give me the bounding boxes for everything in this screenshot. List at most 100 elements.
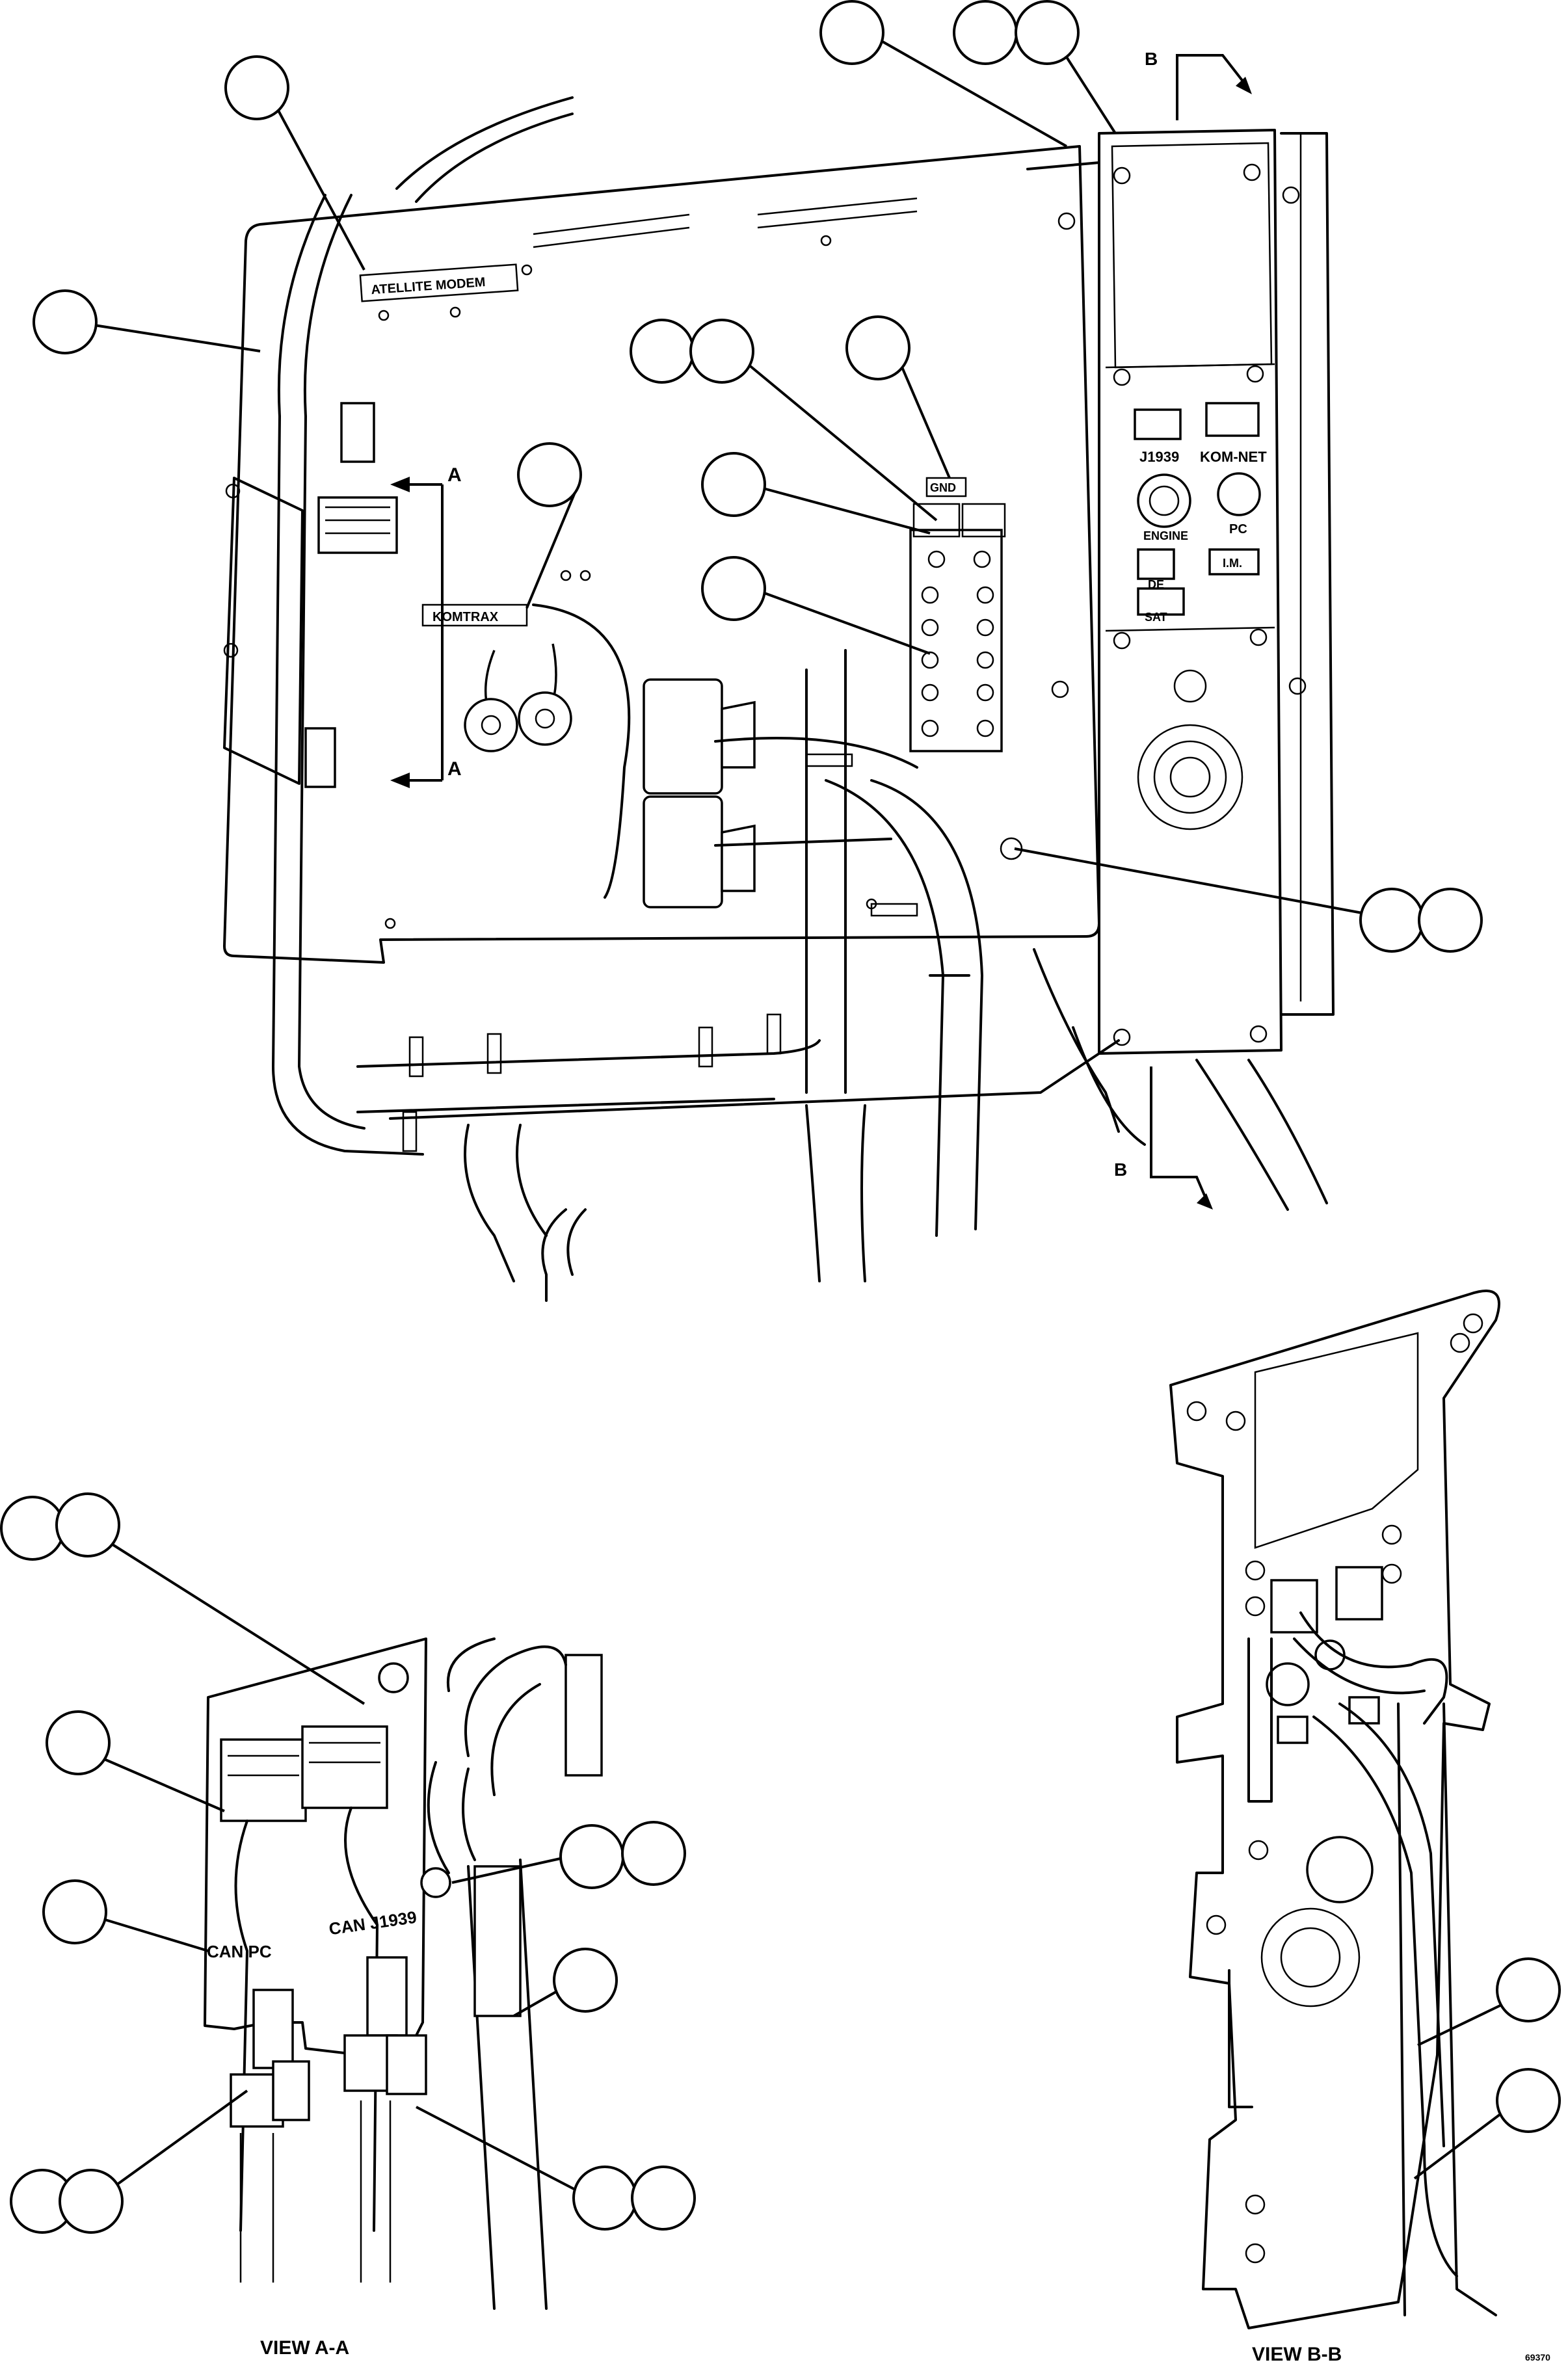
gnd-plate	[925, 477, 967, 497]
callout-balloon	[1359, 888, 1424, 953]
view-a-plate	[204, 1637, 427, 2056]
view-b-connector-3	[1277, 1715, 1309, 1744]
view-b-tube	[1397, 1702, 1497, 2316]
grommet	[1000, 837, 1023, 860]
view-b-switch	[1266, 1662, 1310, 1706]
callout-balloon	[517, 442, 582, 507]
view-a-bolt	[378, 1662, 409, 1693]
sat-label: SAT	[1145, 611, 1167, 624]
sat-connector	[1137, 587, 1185, 616]
wire-harness-main	[272, 96, 1328, 1302]
callout-balloon	[553, 1948, 618, 2013]
speaker-grille-ring	[1169, 756, 1211, 798]
view-a-plugs-right	[343, 1956, 427, 2283]
j1939-label: J1939	[1139, 449, 1179, 465]
section-b-line-bottom	[1150, 1066, 1208, 1200]
j1939-connector	[1134, 408, 1182, 440]
section-b-bottom-label: B	[1114, 1159, 1127, 1180]
view-a-wire	[427, 1761, 476, 1874]
arrow-head	[390, 477, 410, 492]
callout-balloon	[953, 0, 1018, 65]
left-connector-block	[304, 402, 398, 788]
callout-balloon	[689, 319, 754, 384]
mounting-plate	[223, 145, 1100, 964]
engine-rotary-knob	[1149, 485, 1180, 516]
kom-net-label: KOM-NET	[1200, 449, 1267, 465]
center-connectors	[643, 678, 756, 908]
callout-balloon	[33, 289, 98, 354]
callout-balloon	[0, 1496, 65, 1561]
engine-label: ENGINE	[1143, 529, 1188, 542]
view-b-upper-window	[1254, 1332, 1419, 1549]
view-a-harness	[446, 1637, 567, 1796]
view-b-bracket	[1169, 1290, 1500, 2329]
callout-balloon	[1015, 0, 1080, 65]
view-b-bracket-loop	[1228, 1969, 1253, 2108]
im-label: I.M.	[1223, 557, 1242, 570]
view-b-title: VIEW B-B	[1252, 2344, 1342, 2365]
view-a-a: CAN PC CAN J1939 VIEW A-A	[204, 1637, 603, 2359]
bracket-stud	[223, 642, 239, 658]
view-a-tube	[467, 1859, 548, 2310]
view-b-bracket-loop	[1247, 1637, 1273, 1803]
view-a-title: VIEW A-A	[260, 2337, 349, 2359]
main-view: ATELLITE MODEM A A KOMTRAX	[223, 49, 1335, 1302]
arrow-head	[390, 773, 410, 788]
gnd-label: GND	[930, 481, 956, 494]
kom-net-connector	[1205, 402, 1260, 437]
plate-slot	[757, 197, 918, 229]
view-a-wire-left	[234, 1820, 248, 2232]
view-a-connector-left	[220, 1738, 307, 1822]
arrow-head	[1197, 1193, 1213, 1210]
callout-balloon	[46, 1710, 111, 1775]
can-pc-label: CAN PC	[207, 1942, 272, 1961]
terminal-strip	[909, 503, 1006, 752]
section-b-top-label: B	[1145, 49, 1158, 69]
callout-balloon	[59, 2169, 124, 2234]
de-connector	[1137, 548, 1175, 580]
display-panel	[1026, 129, 1335, 1055]
speaker-grille	[1137, 724, 1243, 830]
view-a-plugs-left	[230, 1989, 310, 2283]
callout-balloon	[1496, 1957, 1561, 2022]
cable-ties	[402, 753, 918, 1152]
view-a-wire-mid	[344, 1807, 379, 2232]
satellite-modem-plate	[359, 263, 519, 302]
pc-label: PC	[1229, 522, 1247, 536]
connector-detail	[228, 1742, 380, 1777]
im-connector	[1208, 548, 1260, 576]
callout-balloon	[631, 2166, 696, 2231]
callout-balloon	[621, 1821, 686, 1886]
view-b-connector-1	[1270, 1579, 1318, 1634]
komtrax-label: KOMTRAX	[432, 610, 499, 624]
callout-balloon	[845, 315, 910, 380]
can-j1939-label: CAN J1939	[328, 1907, 418, 1939]
figure-id: 69370	[1525, 2352, 1550, 2363]
view-b-connector-4	[1348, 1696, 1380, 1725]
small-speaker-grille	[1173, 669, 1207, 703]
komtrax-plate	[421, 603, 528, 627]
section-b-line-top	[1176, 54, 1247, 120]
callout-balloon	[42, 1879, 107, 1944]
speaker-grille-ring	[1153, 740, 1227, 814]
callout-balloon	[1418, 888, 1483, 953]
callout-balloon	[572, 2166, 637, 2231]
callout-balloon	[701, 452, 766, 517]
bracket-stud	[225, 483, 241, 499]
view-b-b: VIEW B-B 69370	[1169, 1290, 1550, 2365]
view-b-connector-2	[1335, 1566, 1383, 1621]
plate-slot	[533, 213, 690, 248]
view-b-knob	[1306, 1836, 1374, 1903]
callout-balloon	[819, 0, 884, 65]
view-a-tape	[473, 1865, 522, 2017]
callout-balloon	[1496, 2068, 1561, 2133]
section-a-bottom-label: A	[447, 758, 462, 780]
section-a-top-label: A	[447, 464, 462, 486]
engine-rotary-switch	[1137, 473, 1191, 528]
view-a-connector-right	[301, 1725, 388, 1809]
callout-balloon	[224, 55, 289, 120]
view-b-speaker-ring	[1280, 1927, 1341, 1988]
view-b-harness	[1293, 1611, 1458, 2277]
callout-balloon	[55, 1492, 120, 1557]
